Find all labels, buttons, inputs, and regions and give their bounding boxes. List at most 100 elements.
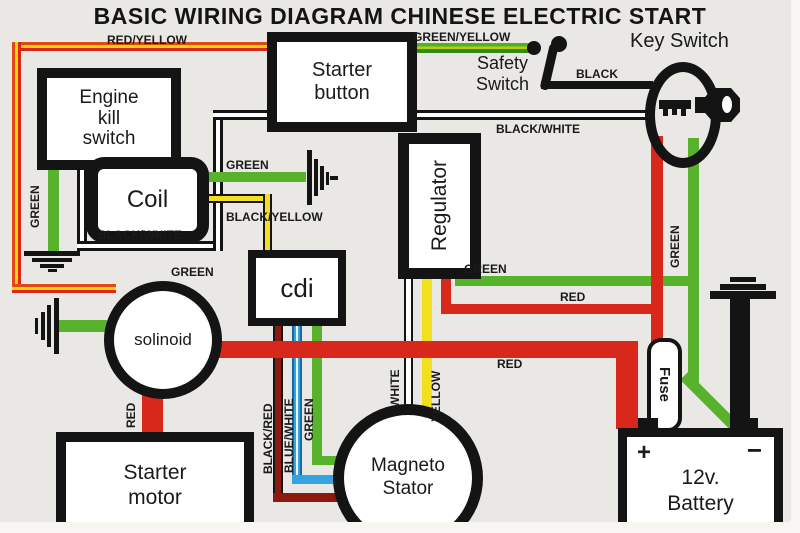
starter-button-label: Starter button xyxy=(311,59,373,104)
chassis-ground-icon xyxy=(730,277,756,282)
battery-word: Battery xyxy=(667,491,734,515)
safety-switch-line1: Safety xyxy=(476,53,529,73)
label-green-kill-switch: GREEN xyxy=(28,185,42,228)
wire-black-white-kill-drop xyxy=(77,150,87,246)
wire-black-red xyxy=(273,308,283,502)
wire-green-regulator-h xyxy=(455,276,699,286)
wire-black-yellow-v xyxy=(263,194,272,252)
wire-red-yellow-bottom xyxy=(12,284,116,293)
regulator-box: Regulator xyxy=(398,133,481,279)
regulator-label: Regulator xyxy=(427,160,451,252)
coil-label: Coil xyxy=(126,186,169,213)
ground-icon-bar xyxy=(48,269,57,272)
key-tooth xyxy=(681,109,686,116)
spark-plug-bar xyxy=(47,305,51,347)
spark-plug-icon-solenoid xyxy=(54,298,59,354)
label-red-regulator: RED xyxy=(560,290,586,304)
wire-black-white-bottom xyxy=(77,241,222,251)
wire-blue-white-elbow xyxy=(292,475,339,484)
safety-switch-line2: Switch xyxy=(476,73,530,94)
label-red-starter: RED xyxy=(124,402,138,428)
key-tooth xyxy=(672,109,677,115)
wire-black-red-elbow xyxy=(273,493,340,502)
wire-red-regulator-v xyxy=(441,253,451,314)
spark-plug-icon xyxy=(307,150,312,205)
battery-label: 12v. Battery xyxy=(667,465,734,515)
wire-black-white-top xyxy=(213,110,653,120)
wire-red-regulator-h xyxy=(441,304,662,314)
magneto-stator-circle: Magneto Stator xyxy=(333,404,483,533)
wire-green-coil xyxy=(183,172,306,182)
engine-kill-switch-label: Engine kill switch xyxy=(79,87,139,150)
label-blue-white: BLUE/WHITE xyxy=(282,398,296,473)
label-red-yellow: RED/YELLOW xyxy=(107,33,187,47)
ground-icon-bar xyxy=(32,258,72,262)
starter-motor-label: Starter motor xyxy=(123,460,187,509)
magneto-stator-label: Magneto Stator xyxy=(371,455,445,499)
key-tooth xyxy=(663,109,668,116)
key-bow-hole xyxy=(722,96,732,113)
spark-plug-bar xyxy=(320,166,324,190)
label-yellow: YELLOW xyxy=(429,370,443,422)
spark-plug-tip xyxy=(330,176,338,180)
coil-box: Coil xyxy=(86,157,209,243)
label-white: WHITE xyxy=(388,369,402,408)
key-switch-label: Key Switch xyxy=(630,30,729,52)
wire-red-yellow-top xyxy=(12,42,267,51)
safety-switch-label: Safety Switch xyxy=(476,53,529,94)
ground-icon xyxy=(24,251,80,256)
wire-green-cdi-elbow xyxy=(312,456,339,465)
wire-blue-white xyxy=(292,308,302,484)
wire-yellow xyxy=(422,255,432,416)
wire-red-yellow-left xyxy=(12,42,21,293)
label-black-red: BLACK/RED xyxy=(261,403,275,474)
wire-black-yellow-h xyxy=(183,194,272,203)
label-green-solenoid: GREEN xyxy=(171,265,214,279)
wire-green-kill-switch xyxy=(48,150,59,253)
wire-black xyxy=(541,81,653,89)
safety-switch-contact xyxy=(527,41,541,55)
key-teeth xyxy=(659,100,691,109)
solenoid-label: solinoid xyxy=(134,330,192,349)
spark-plug-bar xyxy=(35,318,38,334)
engine-kill-switch-box: Engine kill switch xyxy=(37,68,181,170)
battery-voltage: 12v. xyxy=(681,466,720,490)
spark-plug-bar xyxy=(314,159,318,196)
battery-negative-terminal xyxy=(738,418,758,430)
label-black-white-bottom: BLACK/WHITE xyxy=(98,228,182,242)
fuse: Fuse xyxy=(647,338,682,432)
cdi-box: cdi xyxy=(248,250,346,326)
edge-strip-bottom xyxy=(0,522,800,533)
label-black: BLACK xyxy=(576,67,618,81)
spark-plug-bar xyxy=(41,312,45,340)
label-green-yellow: GREEN/YELLOW xyxy=(413,30,511,44)
page-title: BASIC WIRING DIAGRAM CHINESE ELECTRIC ST… xyxy=(93,3,707,29)
cdi-label: cdi xyxy=(280,272,314,303)
chassis-ground-bar xyxy=(720,284,766,290)
label-black-yellow: BLACK/YELLOW xyxy=(226,210,323,224)
wire-black-ground xyxy=(730,298,750,428)
starter-motor-box: Starter motor xyxy=(56,432,254,533)
label-green-coil: GREEN xyxy=(226,158,269,172)
wire-green-yellow xyxy=(397,43,531,53)
wire-white xyxy=(404,255,413,410)
label-green-cdi: GREEN xyxy=(302,398,316,441)
wire-red-main-v xyxy=(616,341,638,429)
ground-icon-bar xyxy=(40,264,64,268)
starter-button-box: Starter button xyxy=(267,32,417,132)
wire-green-solenoid xyxy=(59,320,107,332)
label-black-white-top: BLACK/WHITE xyxy=(496,122,580,136)
label-red-main: RED xyxy=(497,357,523,371)
battery-positive-terminal xyxy=(638,418,658,430)
label-green-key-switch: GREEN xyxy=(668,225,682,268)
battery-minus-sign: − xyxy=(746,435,762,465)
edge-strip-right xyxy=(791,0,800,533)
wire-green-key-switch xyxy=(688,138,699,383)
label-green-regulator: GREEN xyxy=(464,262,507,276)
solenoid-circle: solinoid xyxy=(104,281,222,399)
battery-box: + − 12v. Battery xyxy=(618,428,783,533)
fuse-label: Fuse xyxy=(656,367,673,403)
chassis-ground-bar xyxy=(710,291,776,299)
battery-plus-sign: + xyxy=(637,439,652,466)
